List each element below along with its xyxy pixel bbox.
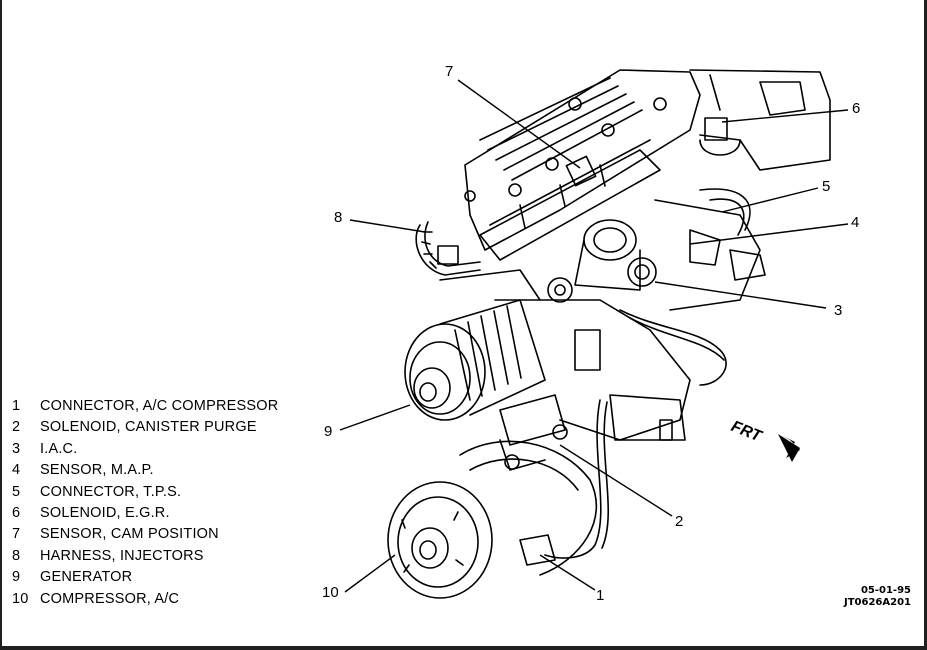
valve-cover — [464, 69, 701, 251]
bottom-border — [0, 646, 927, 650]
upper-right-detail — [689, 69, 831, 171]
legend-label: SENSOR, CAM POSITION — [40, 526, 219, 543]
legend-label: COMPRESSOR, A/C — [40, 590, 180, 607]
legend-number: 10 — [12, 590, 29, 607]
legend-number: 4 — [12, 462, 21, 479]
callout-7: 7 — [445, 63, 454, 80]
callout-2: 2 — [675, 513, 684, 530]
legend-label: SENSOR, M.A.P. — [40, 462, 154, 479]
legend-label: SOLENOID, E.G.R. — [40, 504, 170, 521]
legend-number: 7 — [12, 526, 21, 543]
callout-1: 1 — [596, 587, 605, 604]
legend-number: 1 — [12, 398, 21, 414]
callout-8: 8 — [334, 209, 343, 226]
legend-item: 9 GENERATOR — [12, 567, 278, 588]
legend-label: HARNESS, INJECTORS — [40, 547, 204, 564]
legend-number: 3 — [12, 440, 21, 457]
legend-item: 5 CONNECTOR, T.P.S. — [12, 482, 278, 503]
legend-number: 2 — [12, 419, 21, 436]
legend-item: 3 I.A.C. — [12, 439, 278, 460]
generator — [404, 299, 546, 421]
legend-label: CONNECTOR, T.P.S. — [40, 483, 182, 500]
intake-manifold — [654, 188, 766, 311]
callout-5: 5 — [822, 178, 831, 195]
left-border — [0, 0, 2, 650]
callout-9: 9 — [324, 423, 333, 440]
legend-label: GENERATOR — [40, 569, 133, 586]
legend-item: 4 SENSOR, M.A.P. — [12, 460, 278, 481]
callout-3: 3 — [834, 302, 843, 319]
legend-item: 6 SOLENOID, E.G.R. — [12, 503, 278, 524]
legend-number: 5 — [12, 483, 21, 500]
right-border — [924, 0, 927, 650]
legend-item: 1 CONNECTOR, A/C COMPRESSOR — [12, 396, 278, 417]
direction-arrow-icon — [778, 434, 800, 462]
reference-date: 05-01-95 — [860, 585, 911, 596]
legend-item: 2 SOLENOID, CANISTER PURGE — [12, 417, 278, 438]
legend-label: SOLENOID, CANISTER PURGE — [40, 419, 257, 436]
leader-lines — [339, 79, 849, 593]
fuel-rail — [479, 139, 661, 261]
legend-item: 7 SENSOR, CAM POSITION — [12, 524, 278, 545]
reference-code: JT0626A201 — [844, 597, 911, 608]
ac-compressor — [387, 440, 598, 599]
legend-number: 8 — [12, 547, 21, 564]
legend-number: 9 — [12, 569, 21, 586]
legend-item: 10 COMPRESSOR, A/C — [12, 589, 278, 610]
bracket — [499, 394, 568, 471]
engine-block — [539, 299, 727, 559]
throttle-body — [547, 219, 657, 303]
callout-10: 10 — [322, 584, 339, 601]
parts-legend: 1 CONNECTOR, A/C COMPRESSOR 2 SOLENOID, CA… — [12, 396, 278, 610]
legend-number: 6 — [12, 504, 21, 521]
legend-item: 8 HARNESS, INJECTORS — [12, 546, 278, 567]
legend-label: I.A.C. — [40, 440, 78, 457]
legend-label: CONNECTOR, A/C COMPRESSOR — [40, 398, 279, 414]
callout-6: 6 — [852, 100, 861, 117]
callout-4: 4 — [851, 214, 860, 231]
